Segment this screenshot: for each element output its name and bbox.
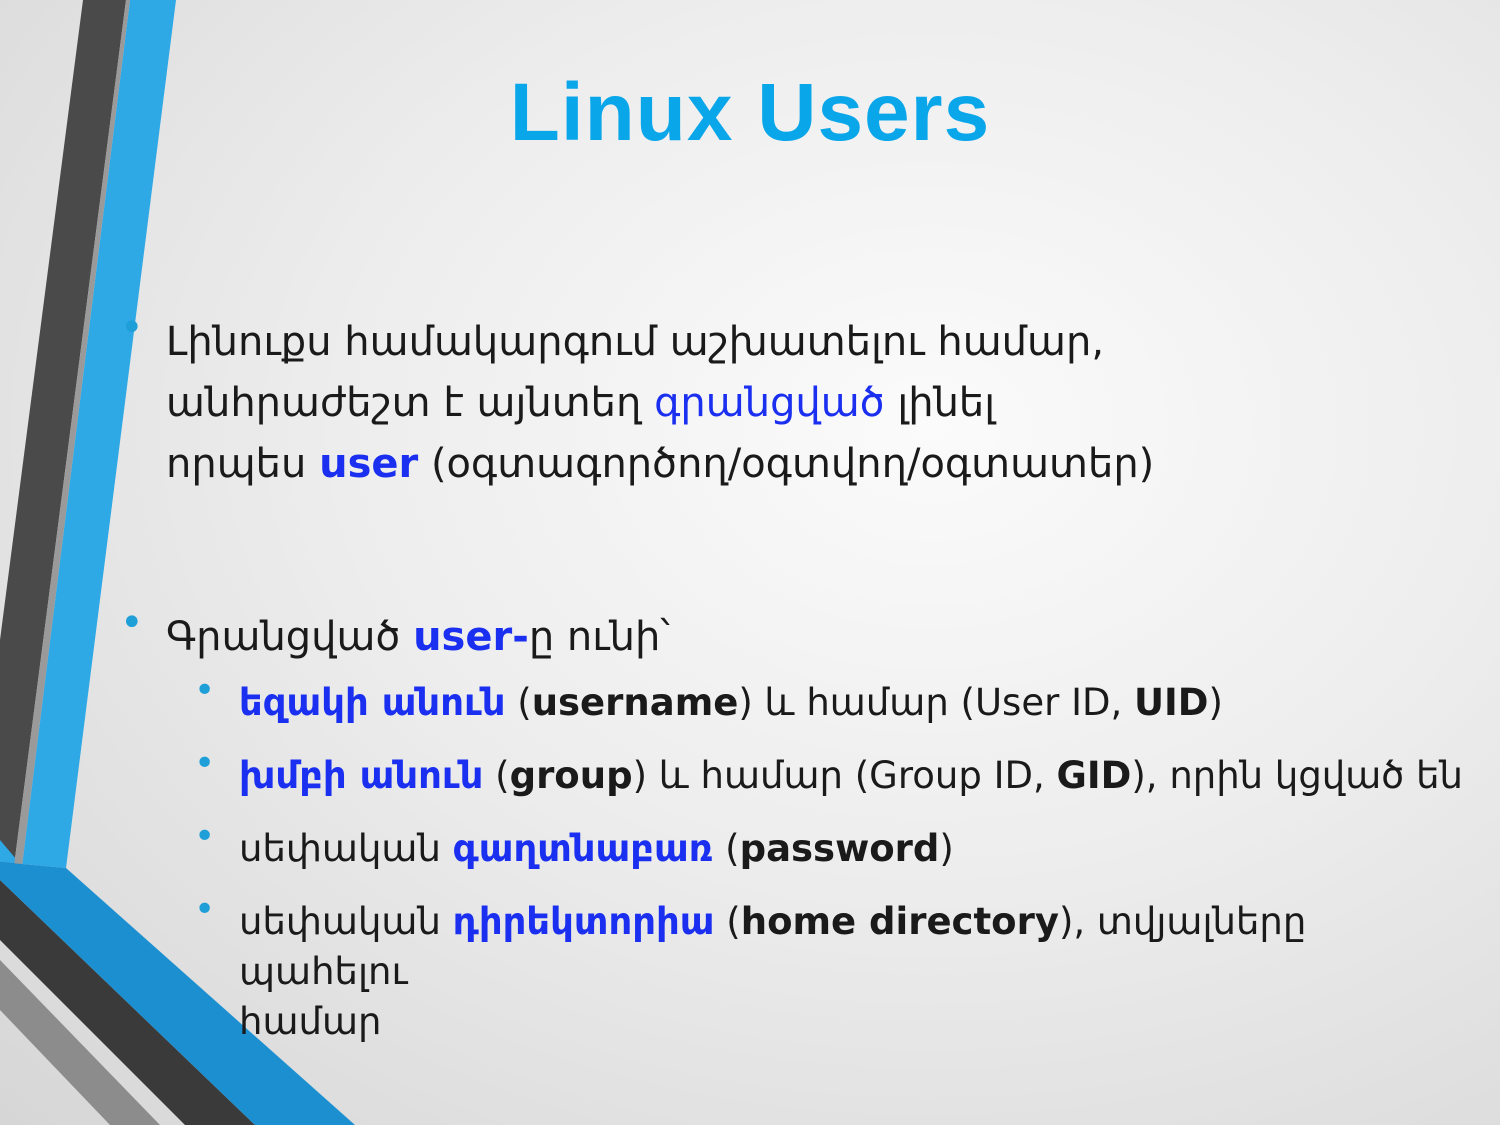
text-segment: ) և համար (User ID, [738,681,1134,724]
subbullet-password: • սեփական գաղտնաբառ (password) [120,816,1480,874]
blue-stripe-top [0,0,176,868]
text-segment: համար [239,1000,382,1043]
text-segment: սեփական [239,827,453,870]
bullet-login-requirement: • Լինուքս համակարգում աշխատելու համար, ա… [120,305,1480,495]
text-segment: սեփական [239,900,453,943]
text-segment: ( [713,827,740,870]
bold-home-directory: home directory [740,900,1059,943]
bold-password: password [739,827,940,870]
bullet-dot-icon: • [194,816,216,857]
bullet-line: Լինուքս համակարգում աշխատելու համար, [166,312,1480,373]
highlight-user: user- [413,614,529,660]
bold-group: group [509,754,633,797]
bold-username: username [531,681,739,724]
bullet-line: Գրանցված user-ը ունի՝ [166,607,1480,668]
bold-gid: GID [1056,754,1132,797]
text-segment: Գրանցված [166,614,414,660]
slide-content: • Լինուքս համակարգում աշխատելու համար, ա… [120,305,1480,1047]
bullet-dot-icon: • [120,305,144,351]
bullet-dot-icon: • [194,889,216,930]
text-segment: անհրաժեշտ է այնտեղ [166,380,655,426]
bold-uid: UID [1134,681,1209,724]
highlight-group-name: խմբի անուն [239,754,484,797]
text-segment: որպես [166,441,320,487]
bullet-line: որպես user (օգտագործող/օգտվող/օգտատեր) [166,434,1480,495]
highlight-directory: դիրեկտորիա [452,900,715,943]
subbullet-group: • խմբի անուն (group) և համար (Group ID, … [120,743,1480,801]
slide-title: Linux Users [509,67,991,158]
text-segment: ( [714,900,741,943]
highlight-password: գաղտնաբառ [452,827,714,870]
dark-stripe-thin [14,0,130,866]
text-segment: ), որին կցված են [1131,754,1463,797]
subbullet-home-directory: • սեփական դիրեկտորիա (home directory), տ… [120,889,1480,1047]
grey-stripe-bottom [0,960,160,1125]
text-segment: ) և համար (Group ID, [632,754,1057,797]
text-segment: ) [1208,681,1223,724]
text-segment: ), տվյալները պահելու [239,900,1307,993]
bullet-line: անհրաժեշտ է այնտեղ գրանցված լինել [166,373,1480,434]
blue-stripe-bottom [0,862,355,1125]
text-segment: ( [505,681,532,724]
text-segment: ( [483,754,510,797]
bullet-dot-icon: • [194,670,216,711]
bullet-dot-icon: • [194,743,216,784]
text-segment: (օգտագործող/օգտվող/օգտատեր) [418,441,1155,487]
text-segment: ) [939,827,954,870]
text-segment: Լինուքս համակարգում աշխատելու համար, [166,319,1105,365]
dark-stripe-top [0,0,126,866]
bullet-dot-icon: • [120,600,144,646]
text-segment: ը ունի՝ [528,614,670,660]
highlight-unique-name: եզակի անուն [239,681,506,724]
highlight-user: user [319,441,419,487]
bullet-line: սեփական դիրեկտորիա (home directory), տվյ… [239,897,1480,997]
text-segment: լինել [884,380,996,426]
subbullet-username: • եզակի անուն (username) և համար (User I… [120,670,1480,728]
bullet-line: համար [239,997,1480,1047]
bullet-registered-user-has: • Գրանցված user-ը ունի՝ [120,600,1480,668]
highlight-registered: գրանցված [654,380,885,426]
